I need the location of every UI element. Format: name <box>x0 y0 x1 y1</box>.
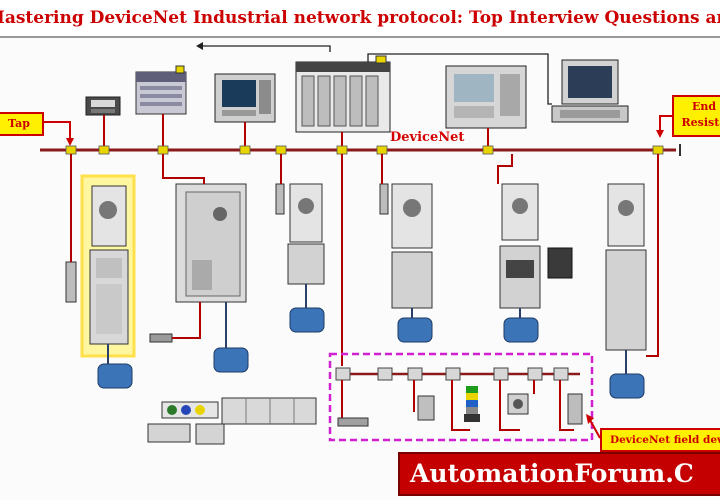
tap-callout: Tap <box>0 112 44 136</box>
proximity-sensor-icon <box>567 393 583 425</box>
drive-cabinet-icon <box>175 183 247 303</box>
motor-starter-icon <box>89 185 129 345</box>
field-devices-frame <box>328 352 594 442</box>
plc-rack-icon <box>295 55 391 133</box>
sensor-icon <box>149 302 201 343</box>
end-resistor-callout-line2: Resista <box>681 116 720 129</box>
lower-drop-cables <box>70 154 659 366</box>
hmi-panel-icon <box>214 73 276 123</box>
motor-starter-icon <box>287 183 325 285</box>
operator-panel-icon <box>445 65 527 129</box>
motor-icon <box>97 307 645 399</box>
tap-connector-icon <box>65 145 664 155</box>
io-block-icon <box>221 397 317 425</box>
watermark-banner: AutomationForum.C <box>398 452 720 496</box>
motor-leads <box>107 284 627 374</box>
network-label: DeviceNet <box>390 130 465 145</box>
photo-sensor-icon <box>507 393 529 415</box>
motor-starter-icon <box>605 183 647 351</box>
page-title: Mastering DeviceNet Industrial network p… <box>0 0 720 38</box>
cord-set-icon <box>65 261 77 303</box>
cord-set-icon <box>275 183 389 215</box>
tap-connector-icon <box>335 367 569 381</box>
end-resistor-callout: End Resista <box>672 95 720 137</box>
limit-switch-icon <box>417 395 435 421</box>
end-resistor-callout-line1: End <box>691 100 717 113</box>
computer-icon <box>551 59 629 123</box>
sensor-icon <box>337 417 369 427</box>
handheld-terminal-icon <box>85 96 121 116</box>
io-block-icon <box>135 65 187 115</box>
motor-starter-icon <box>391 183 433 309</box>
remote-io-icon <box>547 247 573 279</box>
page-title-text: Mastering DeviceNet Industrial network p… <box>0 8 720 28</box>
field-devices-callout: DeviceNet field dev <box>600 428 720 452</box>
motor-starter-icon <box>499 183 541 309</box>
stack-light-icon <box>464 386 480 422</box>
upper-drop-cables <box>103 114 489 148</box>
push-button-icon <box>147 401 225 445</box>
